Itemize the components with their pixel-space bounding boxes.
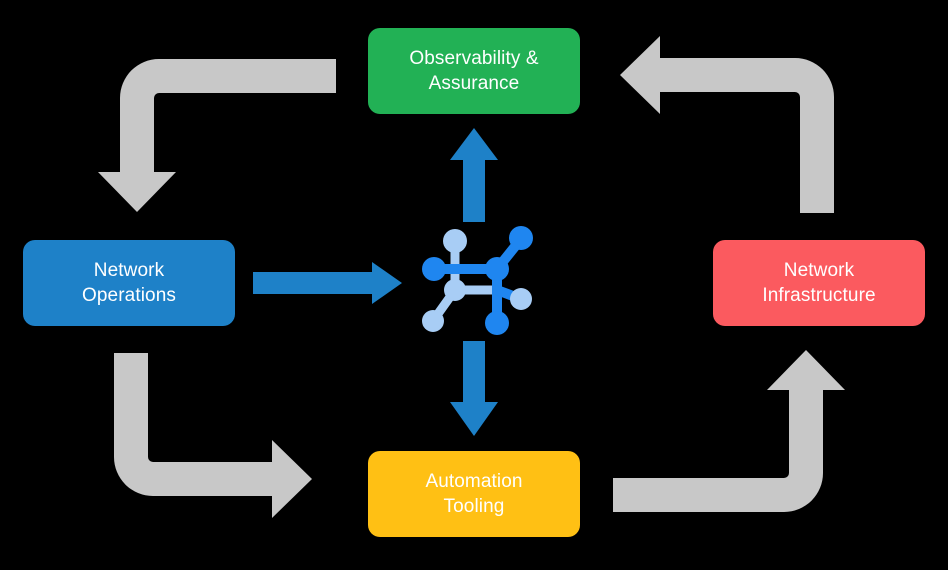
arrow-infrastructure-to-observability	[620, 36, 834, 213]
node-network-operations[interactable]: Network Operations	[23, 240, 235, 326]
network-icon-edges-secondary	[430, 239, 502, 323]
arrow-center-to-automation	[450, 341, 498, 436]
node-network-operations-label: Network Operations	[82, 259, 176, 306]
arrow-observability-to-operations	[98, 59, 336, 212]
arrow-operations-to-automation	[114, 353, 312, 518]
arrow-operations-to-center	[253, 262, 402, 304]
arrow-center-to-observability	[450, 128, 498, 222]
node-network-infrastructure-label: Network Infrastructure	[762, 259, 876, 306]
network-icon-group	[422, 226, 533, 335]
node-observability-assurance[interactable]: Observability & Assurance	[368, 28, 580, 114]
arrow-automation-to-infrastructure	[613, 350, 845, 512]
node-automation-tooling-label: Automation Tooling	[425, 470, 523, 517]
node-automation-tooling[interactable]: Automation Tooling	[368, 451, 580, 537]
network-icon-edges-primary	[431, 234, 526, 327]
node-observability-assurance-label: Observability & Assurance	[409, 47, 539, 94]
node-network-infrastructure[interactable]: Network Infrastructure	[713, 240, 925, 326]
network-icon-nodes-secondary	[422, 229, 532, 332]
network-icon-nodes-primary	[422, 226, 533, 335]
